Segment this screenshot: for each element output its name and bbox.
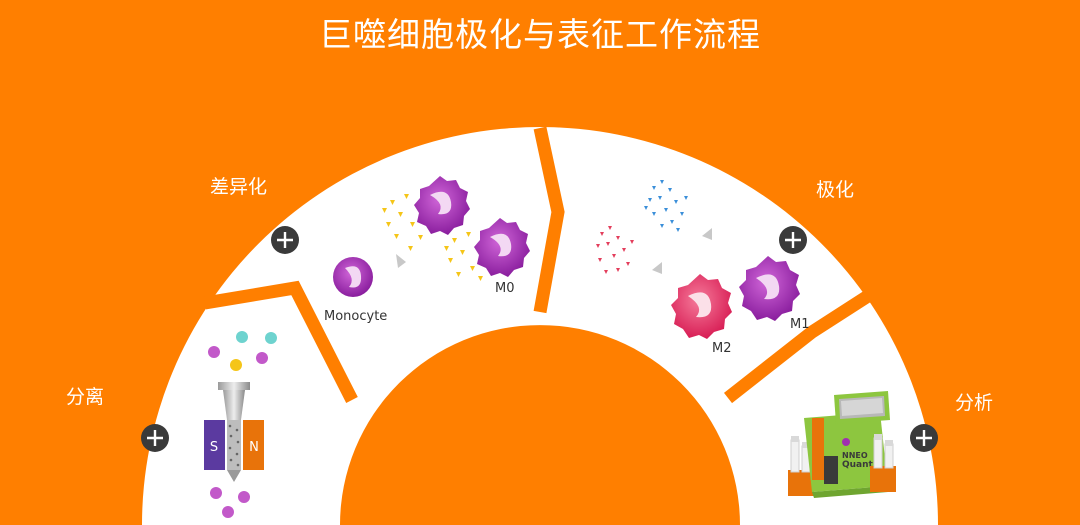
- separation-illustration: S N: [204, 331, 277, 518]
- m1-label: M1: [790, 317, 810, 332]
- divider-separation-differentiation: [203, 280, 358, 403]
- m0-label: M0: [495, 281, 515, 296]
- bead-icon: [210, 487, 222, 499]
- m2-cell-icon: [671, 274, 732, 339]
- segment-dividers: [203, 126, 872, 404]
- divider-differentiation-polarization: [533, 126, 565, 314]
- stage-label-analysis: 分析: [955, 392, 994, 414]
- plus-icon-analysis[interactable]: [910, 424, 938, 452]
- device-brand-line2: Quant: [842, 460, 874, 470]
- m2-label: M2: [712, 341, 732, 356]
- arrow-icon: [702, 228, 712, 240]
- bead-icon: [256, 352, 268, 364]
- m0-cell-icon: [474, 218, 530, 277]
- page-title: 巨噬细胞极化与表征工作流程: [319, 15, 761, 54]
- plus-icon-polarization[interactable]: [779, 226, 807, 254]
- arrow-icon: [652, 262, 662, 274]
- bead-icon: [230, 359, 242, 371]
- bead-icon: [238, 491, 250, 503]
- ring-band: [142, 127, 938, 525]
- cytokine-particles: [382, 194, 483, 281]
- stage-label-differentiation: 差异化: [210, 176, 268, 198]
- m1-cell-icon: [739, 256, 800, 321]
- stage-label-polarization: 极化: [816, 179, 855, 201]
- plus-icon-separation[interactable]: [141, 424, 169, 452]
- bead-icon: [236, 331, 248, 343]
- magnet-south-label: S: [210, 440, 218, 455]
- polarization-illustration: M1 M2: [596, 180, 810, 356]
- instrument-icon: NNEO Quant: [788, 391, 896, 498]
- stage-label-separation: 分离: [66, 386, 105, 408]
- monocyte-label: Monocyte: [324, 309, 387, 324]
- device-brand-line1: NNEO: [842, 451, 868, 460]
- magnet-icon: S N: [204, 382, 264, 482]
- divider-polarization-analysis: [723, 290, 872, 404]
- bead-icon: [208, 346, 220, 358]
- bead-icon: [222, 506, 234, 518]
- arrow-icon: [396, 254, 406, 268]
- differentiation-illustration: Monocyte M0: [324, 176, 530, 324]
- cytokine-particles-red: [596, 226, 634, 274]
- monocyte-cell-icon: [333, 257, 373, 297]
- m0-cell-icon: [414, 176, 470, 235]
- cytokine-particles-blue: [644, 180, 688, 232]
- magnet-north-label: N: [249, 440, 259, 455]
- plus-icon-differentiation[interactable]: [271, 226, 299, 254]
- bead-icon: [265, 332, 277, 344]
